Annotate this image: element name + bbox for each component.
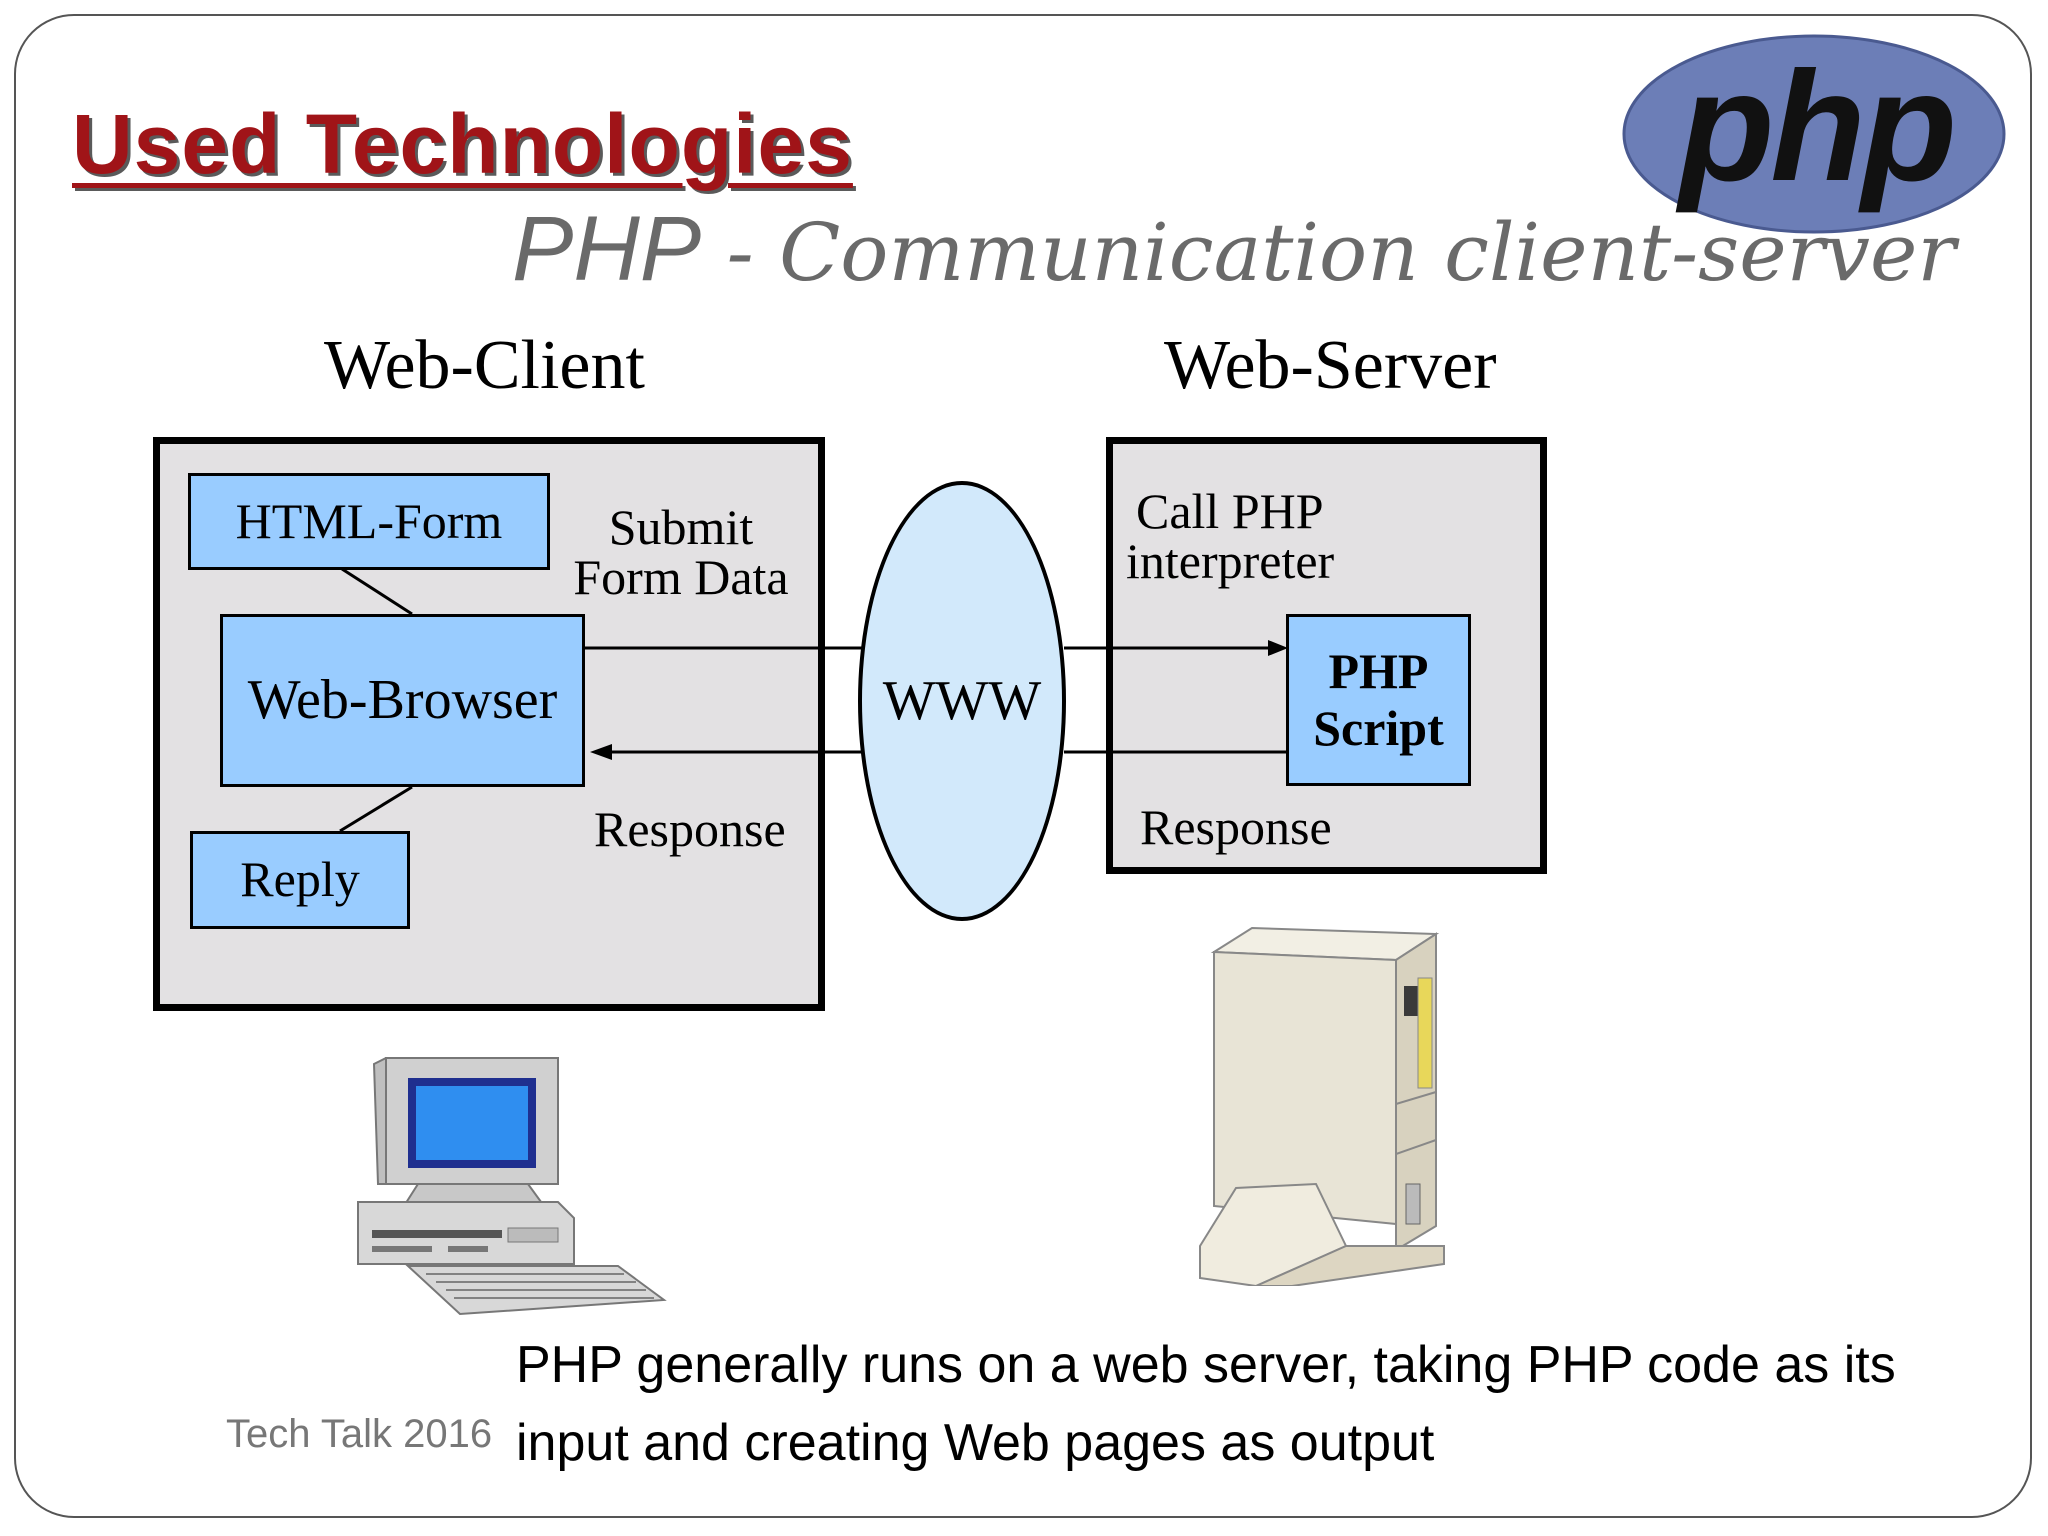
- client-response-label: Response: [594, 801, 786, 857]
- php-logo-text: php: [1675, 40, 1953, 214]
- subtitle-rest: - Communication client-server: [701, 206, 1956, 299]
- response-arrowhead: [590, 744, 612, 760]
- submit-label: Submit Form Data: [570, 502, 792, 602]
- server-column-title: Web-Server: [1164, 327, 1497, 404]
- call-php-line1: Call PHP: [1136, 483, 1324, 539]
- server-response-label: Response: [1140, 799, 1332, 855]
- php-script-line2: Script: [1313, 700, 1444, 756]
- submit-label-line1: Submit: [608, 499, 754, 555]
- php-logo: php: [1622, 34, 2006, 234]
- tower-server-icon: [1199, 926, 1445, 1286]
- desktop-computer-icon: [357, 1057, 667, 1316]
- html-form-box: HTML-Form: [188, 473, 550, 570]
- slide-subtitle: PHP - Communication client-server: [512, 196, 1956, 302]
- submit-label-line2: Form Data: [573, 549, 789, 605]
- form-browser-link: [341, 567, 413, 616]
- reply-label: Reply: [240, 851, 360, 908]
- php-script-line1: PHP: [1328, 642, 1429, 699]
- call-php-line2: interpreter: [1126, 533, 1335, 589]
- web-browser-box: Web-Browser: [220, 614, 585, 787]
- browser-reply-link: [339, 785, 413, 833]
- reply-box: Reply: [190, 831, 410, 929]
- slide-footer: Tech Talk 2016: [226, 1412, 493, 1456]
- subtitle-php: PHP: [512, 198, 702, 300]
- submit-arrowhead: [1268, 640, 1288, 656]
- slide-caption: PHP generally runs on a web server, taki…: [516, 1336, 1896, 1472]
- web-browser-label: Web-Browser: [247, 669, 558, 732]
- slide-heading: Used Technologies: [72, 97, 853, 191]
- client-column-title: Web-Client: [324, 327, 645, 404]
- call-php-label: Call PHP interpreter: [1126, 486, 1334, 586]
- php-script-box: PHP Script: [1286, 614, 1471, 786]
- html-form-label: HTML-Form: [235, 492, 503, 549]
- www-label: WWW: [882, 670, 1042, 732]
- www-cloud: WWW: [858, 481, 1066, 921]
